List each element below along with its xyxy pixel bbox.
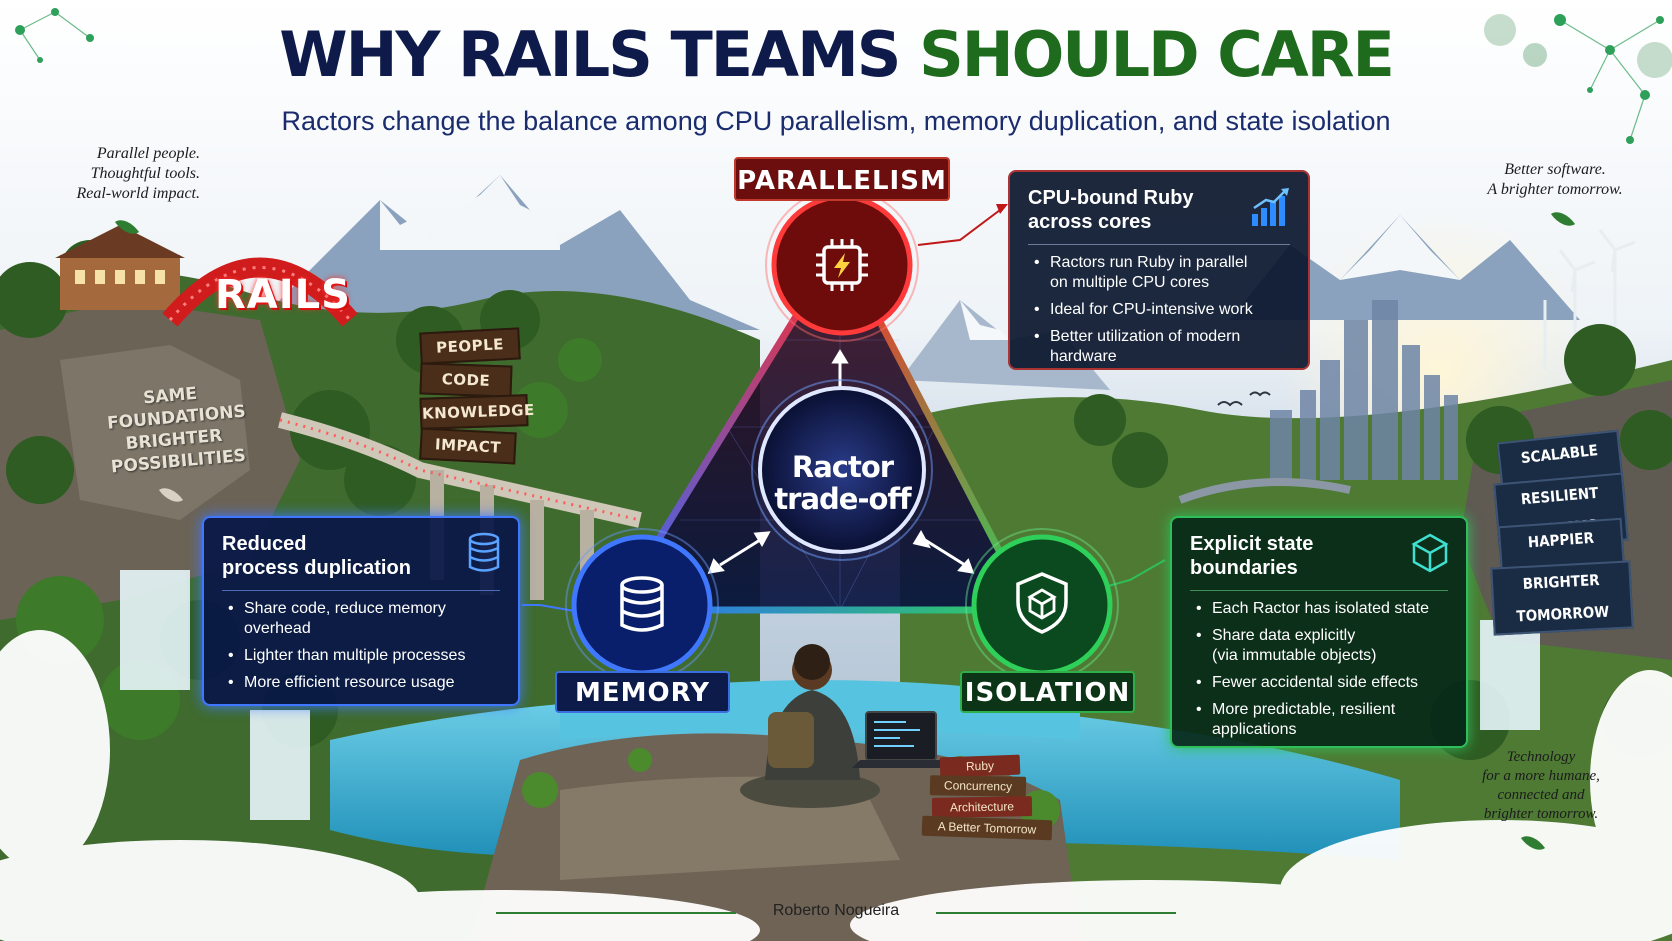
list-item: More efficient resource usage [222, 673, 500, 693]
note-line: Technology [1506, 749, 1576, 765]
rails-logo: RAILS [215, 272, 351, 318]
page-title: WHY RAILS TEAMS SHOULD CARE [0, 20, 1672, 90]
note-line: Better software. [1504, 161, 1606, 178]
card-title: CPU-bound Ruby across cores [1028, 186, 1290, 234]
bar-chart-up-icon [1252, 188, 1289, 226]
card-explicit-state: Explicit state boundaries Each Ractor ha… [1170, 516, 1468, 748]
card-list: Ractors run Ruby in parallel on multiple… [1028, 253, 1290, 367]
book-ruby: Ruby [939, 754, 1021, 778]
card-divider [1190, 590, 1448, 591]
book-concurrency: Concurrency [929, 775, 1027, 797]
footer-divider-left [496, 912, 736, 914]
list-item: Lighter than multiple processes [222, 646, 500, 666]
side-note-top-left: Parallel people. Thoughtful tools. Real-… [58, 144, 200, 204]
card-title-line: Explicit state [1190, 533, 1314, 555]
card-title-line: process duplication [222, 557, 411, 579]
card-cpu-bound: CPU-bound Ruby across cores Ractors run … [1008, 170, 1310, 370]
sign-people: PEOPLE [419, 327, 521, 365]
card-title: Explicit state boundaries [1190, 532, 1448, 580]
list-item-line: More predictable, resilient [1212, 701, 1396, 718]
note-line: connected and [1497, 787, 1585, 803]
card-title-line: boundaries [1190, 557, 1298, 579]
sign-code: CODE [419, 362, 513, 398]
note-line: Thoughtful tools. [90, 165, 200, 182]
note-line: Parallel people. [96, 145, 200, 162]
list-item-line: Share data explicitly [1212, 627, 1356, 644]
card-title-line: Reduced [222, 533, 307, 555]
list-item-line: overhead [244, 620, 311, 637]
card-title-line: CPU-bound Ruby [1028, 187, 1194, 209]
card-divider [222, 590, 500, 591]
center-label: Ractor trade-off [770, 451, 915, 515]
rock-inscription: SAME FOUNDATIONS BRIGHTER POSSIBILITIES [104, 380, 246, 479]
note-line: for a more humane, [1482, 768, 1600, 784]
list-item: Ideal for CPU-intensive work [1028, 300, 1290, 320]
note-line: A brighter tomorrow. [1487, 181, 1623, 198]
list-item: Share data explicitly (via immutable obj… [1190, 626, 1448, 666]
list-item: Ractors run Ruby in parallel on multiple… [1028, 253, 1290, 293]
list-item-line: Ractors run Ruby in parallel [1050, 254, 1248, 271]
side-note-top-right: Better software. A brighter tomorrow. [1475, 160, 1635, 200]
title-part-1: WHY RAILS TEAMS [279, 18, 901, 91]
list-item-line: Fewer accidental side effects [1212, 674, 1419, 691]
card-list: Share code, reduce memory overhead Light… [222, 599, 500, 693]
list-item-line: Better utilization of modern [1050, 328, 1241, 345]
book-architecture: Architecture [931, 796, 1033, 818]
card-divider [1028, 244, 1290, 245]
center-line: trade-off [774, 482, 911, 516]
list-item-line: on multiple CPU cores [1050, 274, 1210, 291]
list-item: Better utilization of modern hardware [1028, 327, 1290, 367]
note-line: Real-world impact. [76, 185, 200, 202]
list-item: Share code, reduce memory overhead [222, 599, 500, 639]
list-item: More predictable, resilient applications [1190, 700, 1448, 740]
list-item-line: Ideal for CPU-intensive work [1050, 301, 1253, 318]
card-list: Each Ractor has isolated state Share dat… [1190, 599, 1448, 740]
list-item: Each Ractor has isolated state [1190, 599, 1448, 619]
card-title-line: across cores [1028, 211, 1152, 233]
cube-icon [1411, 533, 1449, 573]
list-item-line: Lighter than multiple processes [244, 647, 466, 664]
title-part-2: SHOULD CARE [919, 18, 1395, 91]
database-icon [468, 532, 500, 572]
list-item: Fewer accidental side effects [1190, 673, 1448, 693]
list-item-line: Each Ractor has isolated state [1212, 600, 1430, 617]
page-subtitle: Ractors change the balance among CPU par… [281, 106, 1391, 136]
author-credit: Roberto Nogueira [772, 902, 900, 919]
cpu-chip-icon [816, 239, 868, 291]
list-item-line: (via immutable objects) [1212, 647, 1377, 664]
shield-cube-icon [1016, 572, 1068, 634]
note-line: brighter tomorrow. [1483, 806, 1599, 822]
list-item-line: applications [1212, 721, 1297, 738]
list-item-line: More efficient resource usage [244, 674, 455, 691]
footer-divider-right [936, 912, 1176, 914]
list-item-line: hardware [1050, 348, 1117, 365]
list-item-line: Share code, reduce memory [244, 600, 446, 617]
database-icon [620, 576, 664, 632]
side-note-bottom-right: Technology for a more humane, connected … [1462, 748, 1620, 824]
card-title: Reduced process duplication [222, 532, 500, 580]
sign-knowledge: KNOWLEDGE [419, 394, 535, 430]
sign-impact: IMPACT [419, 427, 517, 465]
label-parallelism: PARALLELISM [734, 157, 950, 201]
sign-brighter-tomorrow: BRIGHTER TOMORROW [1490, 560, 1634, 636]
label-isolation: ISOLATION [960, 671, 1135, 713]
center-line: Ractor [791, 450, 894, 484]
card-reduced-duplication: Reduced process duplication Share code, … [202, 516, 520, 706]
label-memory: MEMORY [555, 671, 730, 713]
